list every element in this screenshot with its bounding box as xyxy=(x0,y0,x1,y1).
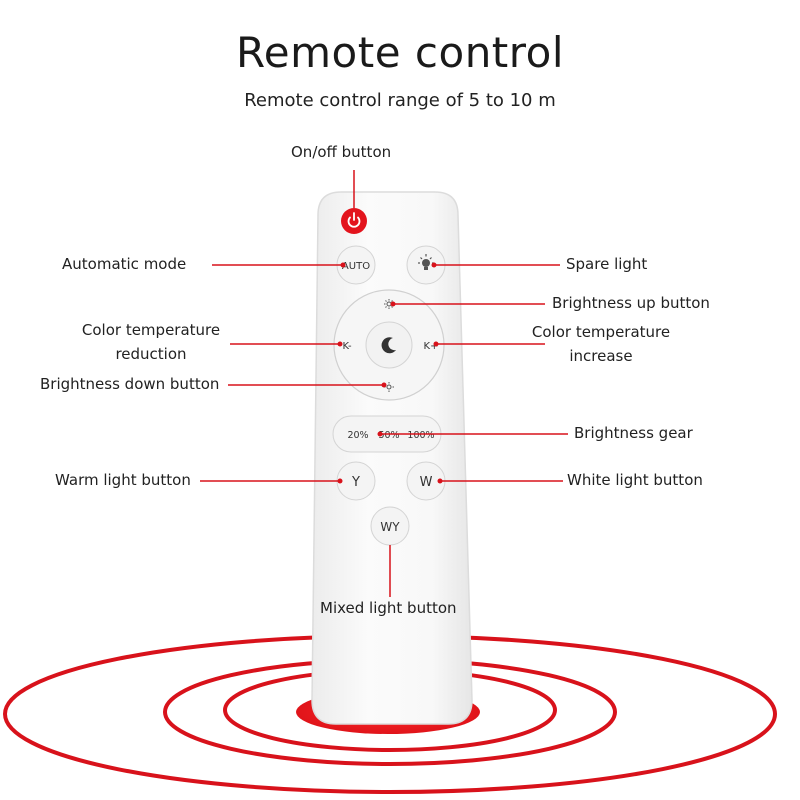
callout-dot-white xyxy=(437,478,443,484)
auto-button[interactable]: AUTO xyxy=(336,245,376,285)
callout-ct-reduction: Color temperature reduction xyxy=(70,318,232,366)
warm-light-label: Y xyxy=(351,475,360,490)
callout-auto: Automatic mode xyxy=(62,255,187,273)
power-button[interactable] xyxy=(341,208,367,234)
callout-ct-increase-line2: increase xyxy=(569,347,633,365)
callout-bright-down: Brightness down button xyxy=(40,375,220,393)
callout-dot-ct-increase xyxy=(433,341,439,347)
night-mode-button[interactable] xyxy=(365,321,413,369)
callout-dot-spare xyxy=(431,262,437,268)
gear-100-button[interactable]: 100% xyxy=(407,430,434,441)
callout-power: On/off button xyxy=(291,143,392,161)
moon-icon xyxy=(381,337,396,354)
callout-spare: Spare light xyxy=(566,255,648,273)
gear-20-button[interactable]: 20% xyxy=(347,430,368,441)
k-minus-button[interactable]: K- xyxy=(342,341,352,352)
page-title: Remote control xyxy=(236,28,564,77)
mixed-light-label: WY xyxy=(380,520,400,534)
callout-dot-ct-reduction xyxy=(337,341,343,347)
callout-bright-up: Brightness up button xyxy=(552,294,710,312)
auto-button-label: AUTO xyxy=(342,261,370,272)
spare-light-button[interactable] xyxy=(406,245,446,285)
remote-body xyxy=(311,191,473,725)
page-subtitle: Remote control range of 5 to 10 m xyxy=(244,90,556,111)
callout-dot-warm xyxy=(337,478,343,484)
callout-dot-bright-down xyxy=(381,382,387,388)
warm-light-button[interactable]: Y xyxy=(336,461,376,501)
callout-white: White light button xyxy=(567,471,703,489)
callout-ct-increase-line1: Color temperature xyxy=(531,323,671,341)
callout-ct-increase: Color temperature increase xyxy=(520,320,682,368)
callout-dot-gear xyxy=(377,431,383,437)
control-dial: K- K+ xyxy=(333,289,445,401)
callout-warm: Warm light button xyxy=(55,471,191,489)
callout-dots xyxy=(337,262,443,484)
mixed-light-button[interactable]: WY xyxy=(370,506,410,546)
callout-ct-reduction-line1: Color temperature xyxy=(81,321,221,339)
callout-mixed: Mixed light button xyxy=(320,599,457,617)
gear-50-button[interactable]: 50% xyxy=(378,430,399,441)
k-plus-button[interactable]: K+ xyxy=(424,341,439,352)
callout-ct-reduction-line2: reduction xyxy=(115,345,187,363)
bulb-icon xyxy=(418,254,434,270)
callout-dot-bright-up xyxy=(390,301,396,307)
power-icon xyxy=(347,216,361,228)
callout-gear: Brightness gear xyxy=(574,424,693,442)
callout-dot-auto xyxy=(340,262,346,268)
callout-lines xyxy=(200,170,568,597)
white-light-label: W xyxy=(420,475,433,490)
